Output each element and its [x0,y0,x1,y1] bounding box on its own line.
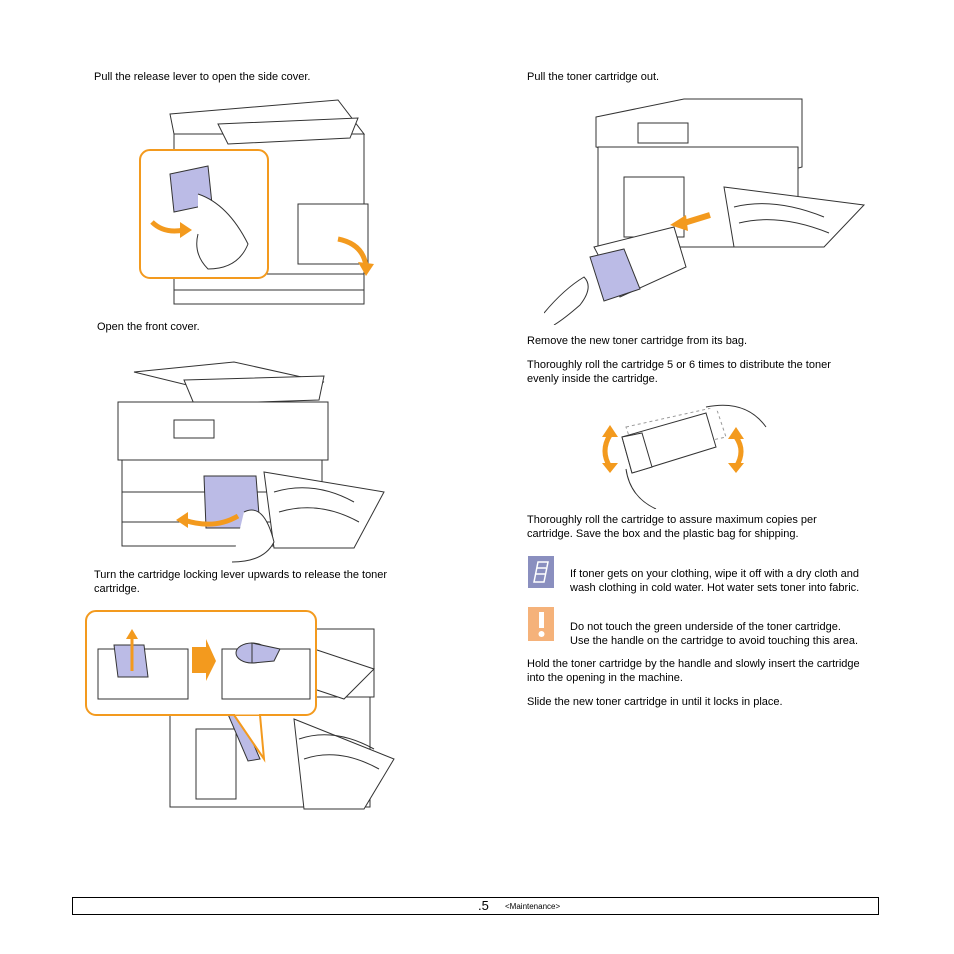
footer-bar [72,897,879,915]
side-cover-illustration [138,94,388,306]
section-label: <Maintenance> [505,902,561,911]
step8-text-line1: Hold the toner cartridge by the handle a… [527,658,860,670]
caution-text-line1: Do not touch the green underside of the … [570,621,841,633]
step6-text-line1: Thoroughly roll the cartridge 5 or 6 tim… [527,359,831,371]
step8-text-line2: into the opening in the machine. [527,672,683,684]
step2-text: Open the front cover. [97,321,200,333]
step3-text-line2: cartridge. [94,583,140,595]
note-text-line1: If toner gets on your clothing, wipe it … [570,568,860,580]
step7-text-line1: Thoroughly roll the cartridge to assure … [527,514,817,526]
caution-icon [528,607,554,646]
roll-cartridge-illustration [596,397,772,509]
step6-text-line2: evenly inside the cartridge. [527,373,658,385]
step9-text: Slide the new toner cartridge in until i… [527,696,783,708]
note-text-line2: wash clothing in cold water. Hot water s… [570,582,860,594]
locking-lever-illustration [84,609,406,819]
step7-text-line2: cartridge. Save the box and the plastic … [527,528,799,540]
page-number: .5 [478,898,489,913]
step1-text: Pull the release lever to open the side … [94,71,311,83]
note-icon [528,556,554,593]
step4-text: Pull the toner cartridge out. [527,71,660,83]
caution-text-line2: Use the handle on the cartridge to avoid… [570,635,859,647]
front-cover-illustration [114,352,390,568]
step3-text-line1: Turn the cartridge locking lever upwards… [94,569,388,581]
pull-cartridge-illustration [544,97,866,325]
step5-text: Remove the new toner cartridge from its … [527,335,748,347]
